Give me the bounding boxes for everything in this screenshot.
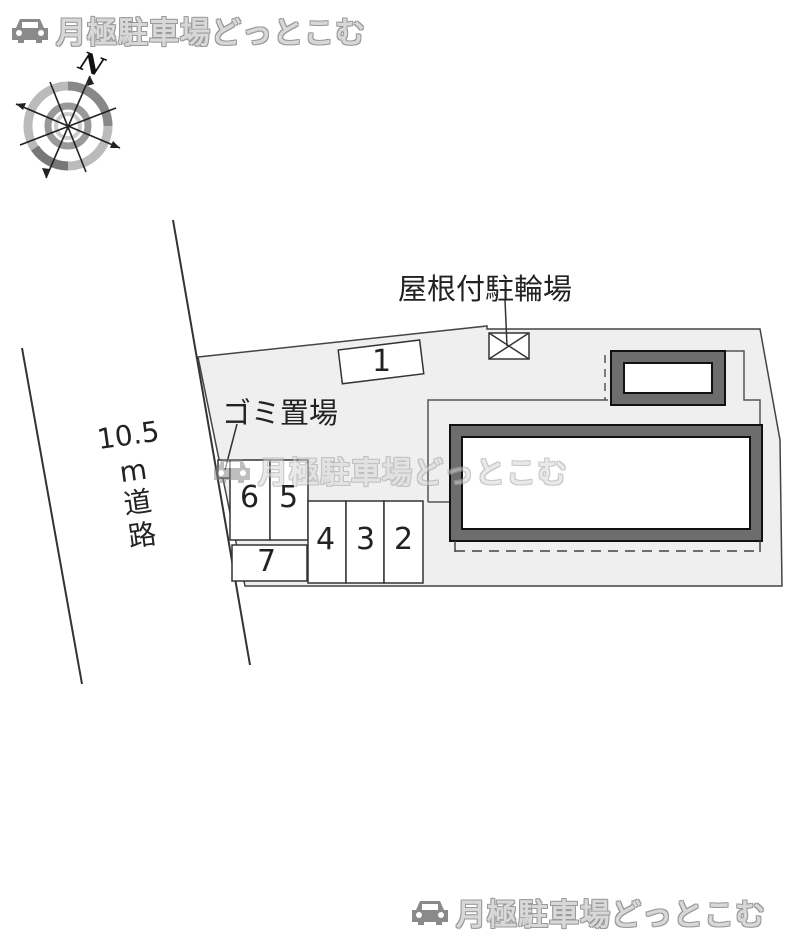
spot-number-3: 3 [356,522,376,557]
road-edge-right [172,219,251,666]
car-icon [214,459,250,483]
compass-rose-icon [15,75,121,179]
road-edge-left [21,347,83,685]
spot-number-1: 1 [372,344,392,379]
car-icon [412,901,448,925]
watermark-top: 月極駐車場どっとこむ [10,8,366,52]
spot-number-5: 5 [279,480,299,515]
spot-number-2: 2 [394,522,414,557]
parking-spot-3 [345,500,385,584]
watermark-center: 月極駐車場どっとこむ [212,448,568,492]
bicycle-parking-marker [488,299,530,360]
parking-spot-5 [269,459,309,541]
watermark-text: 月極駐車場どっとこむ [56,16,366,51]
bicycle-parking-label: 屋根付駐輪場 [398,272,573,306]
spot-number-6: 6 [240,480,260,515]
annex-boundary [725,350,761,425]
watermark-text: 月極駐車場どっとこむ [456,898,766,933]
parking-spot-2 [383,500,424,584]
parking-spot-7 [231,544,308,582]
garbage-label: ゴミ置場 [222,396,339,430]
car-icon [12,19,48,43]
building-boundary [427,399,608,502]
watermark-text: 月極駐車場どっとこむ [258,456,568,491]
spot-number-4: 4 [316,522,336,557]
spot-number-7: 7 [257,544,277,579]
watermark-bottom: 月極駐車場どっとこむ [410,890,766,934]
parking-spot-1 [337,339,425,385]
